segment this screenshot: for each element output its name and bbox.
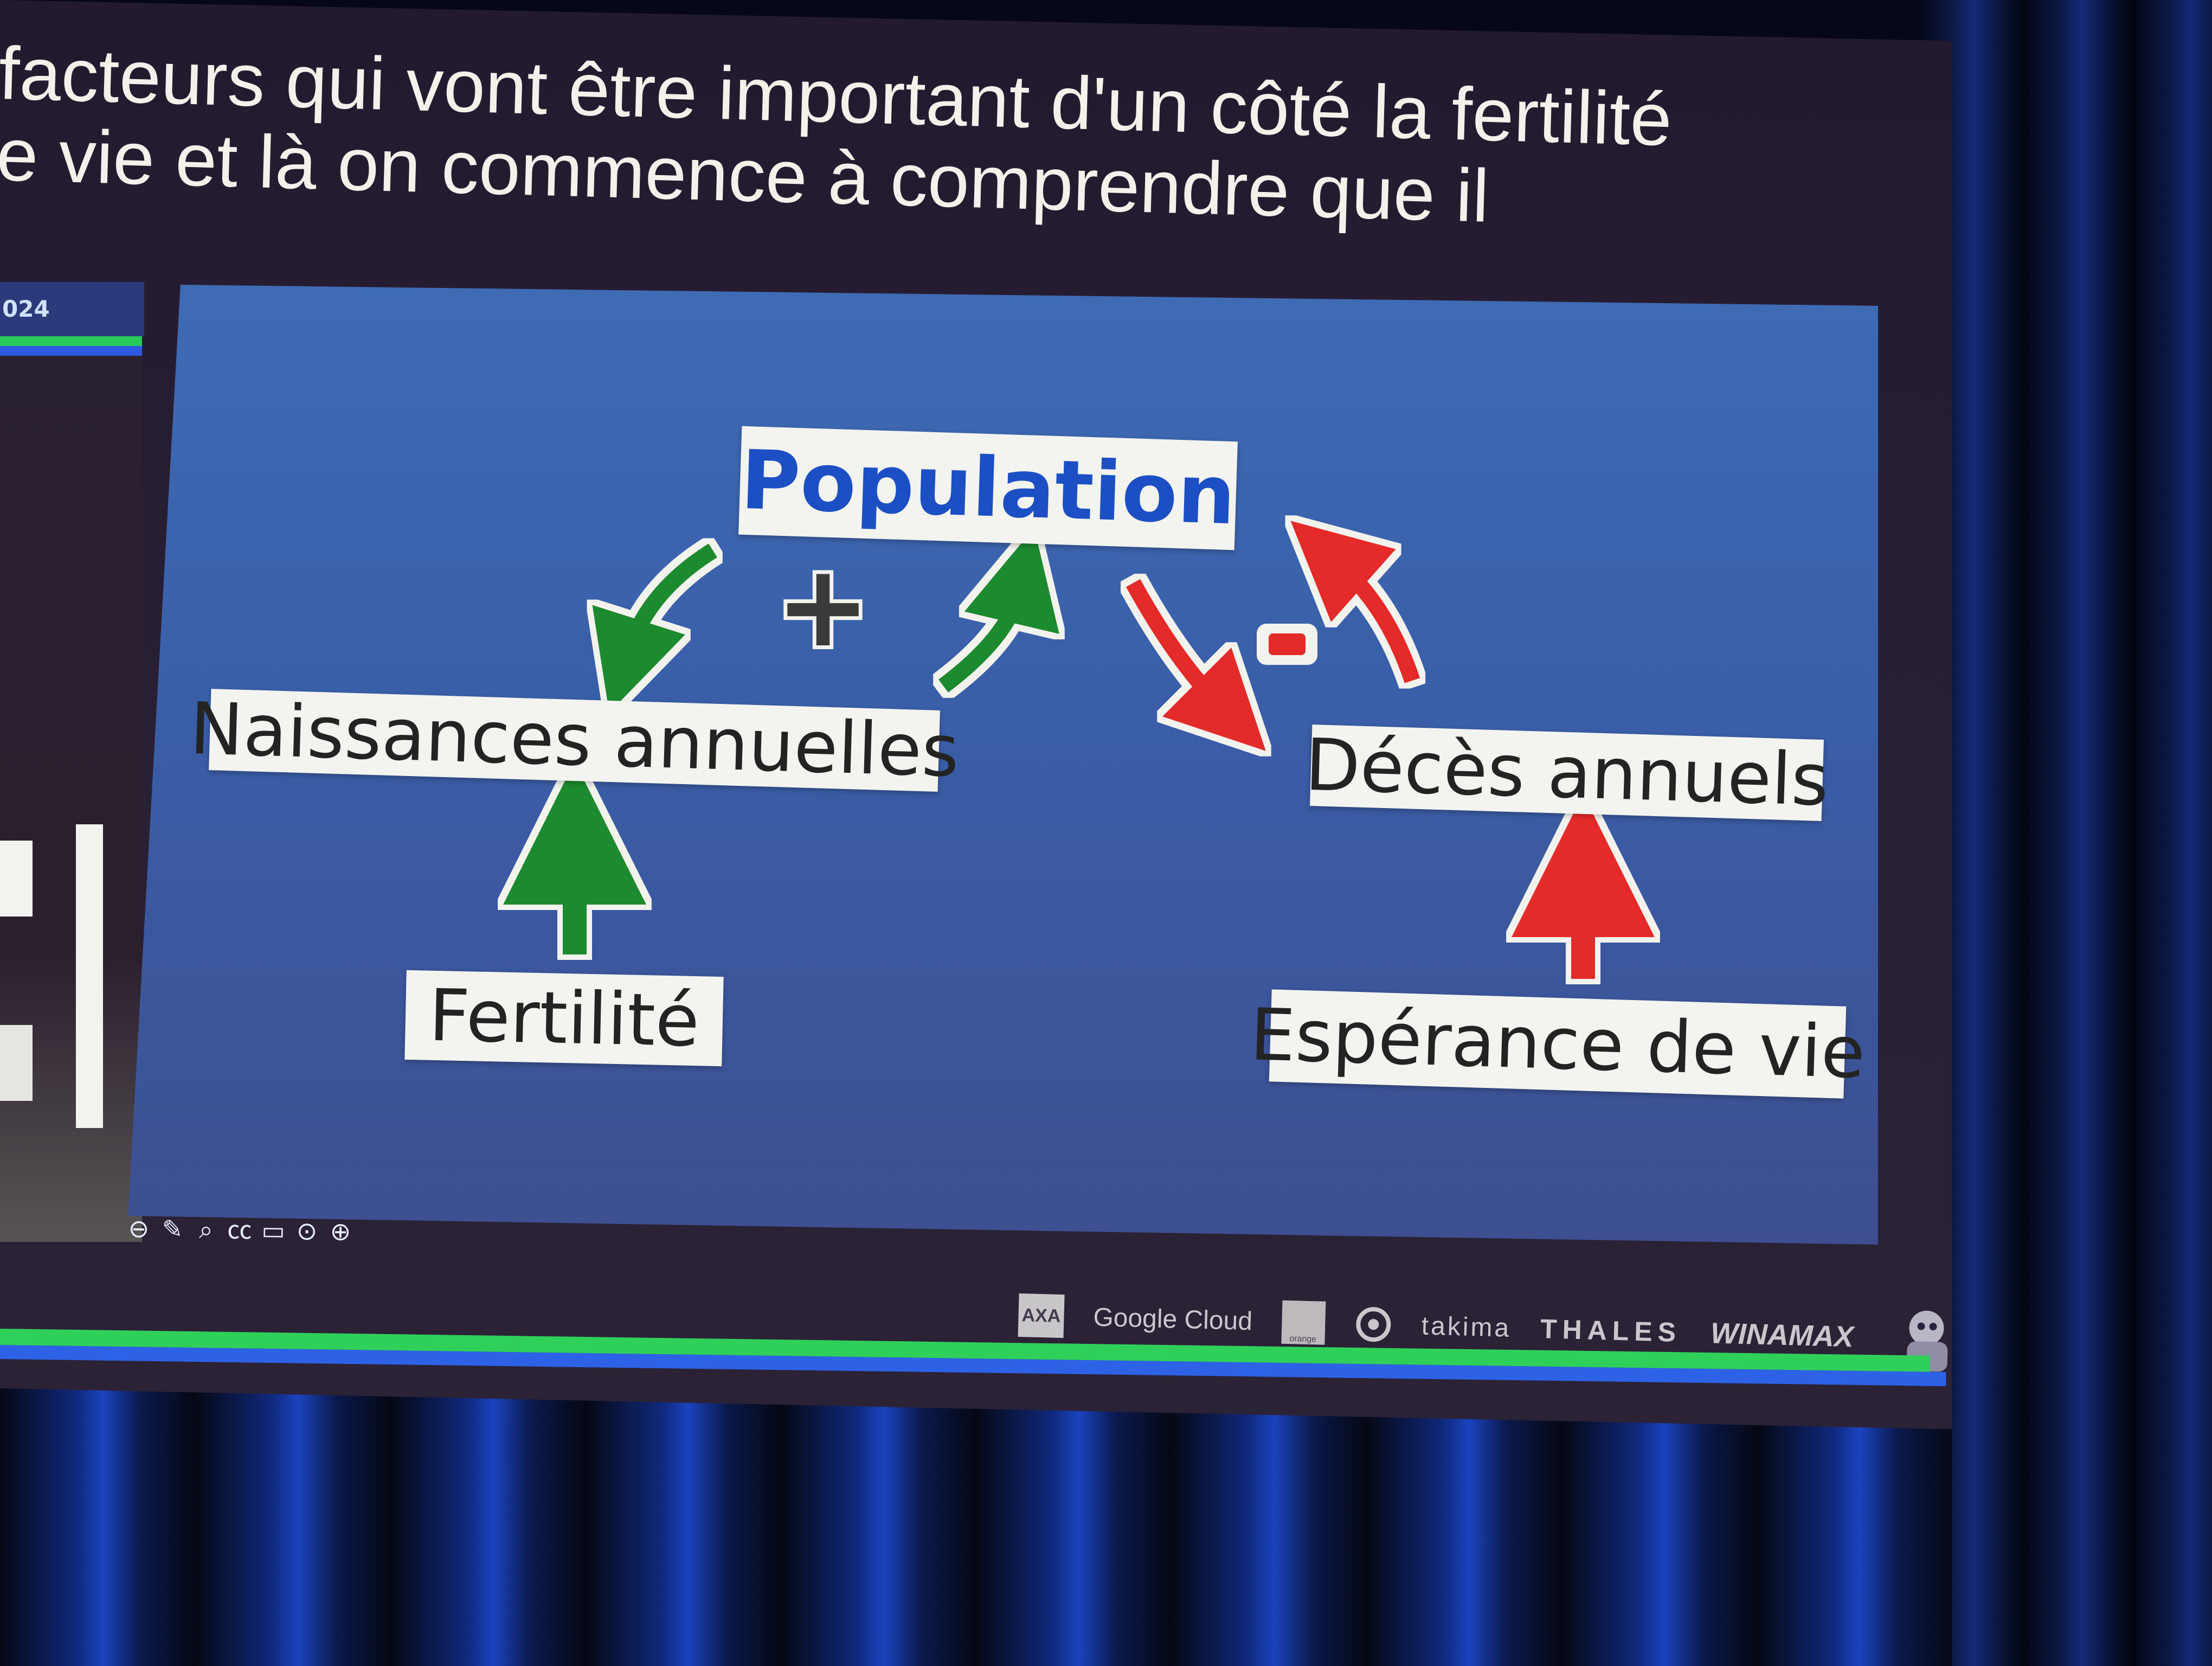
- life-expectancy-box: Espérance de vie: [1249, 989, 1866, 1099]
- slideshow-controls: ⊖ ✎ ⌕ ㏄ ▭ ⊙ ⊕: [124, 1213, 356, 1249]
- sponsor-axa-logo: AXA: [1018, 1293, 1065, 1338]
- video-icon[interactable]: ▭: [261, 1215, 286, 1246]
- thumbnail-blue-bar: [0, 346, 142, 356]
- thumbnail-green-bar: [0, 336, 142, 346]
- sponsor-orange-logo: orange: [1281, 1300, 1326, 1345]
- sponsor-swirl-icon: [1355, 1307, 1391, 1342]
- next-icon[interactable]: ⊕: [330, 1216, 351, 1246]
- population-box: Population: [738, 426, 1238, 550]
- thumbnail-letter-shape: [0, 824, 103, 1128]
- deaths-box: Décès annuels: [1303, 723, 1830, 823]
- arrow-deaths-to-population: [1290, 521, 1420, 683]
- pen-icon[interactable]: ✎: [162, 1214, 183, 1244]
- more-icon[interactable]: ⊙: [296, 1216, 318, 1246]
- fertility-box: Fertilité: [404, 970, 724, 1067]
- sponsor-bar: AXA Google Cloud orange takima THALES WI…: [1018, 1285, 1965, 1372]
- sponsor-takima: takima: [1421, 1311, 1512, 1343]
- zoom-icon[interactable]: ⌕: [198, 1214, 214, 1245]
- minus-sign-badge: -: [1257, 624, 1317, 665]
- population-label: Population: [739, 433, 1237, 543]
- arrow-population-to-births: [592, 543, 717, 713]
- stage-curtain-bottom: [0, 1377, 1952, 1666]
- back-icon[interactable]: ⊖: [128, 1214, 150, 1244]
- event-mascot-icon: [1906, 1310, 1948, 1372]
- arrow-births-to-population: [938, 528, 1059, 693]
- stage-curtain-right: [1919, 0, 2212, 1666]
- sponsor-google-cloud: Google Cloud: [1092, 1303, 1253, 1336]
- arrow-population-to-deaths: [1126, 579, 1266, 751]
- minus-sign: -: [1286, 649, 1288, 655]
- sponsor-thales: THALES: [1540, 1313, 1682, 1348]
- thumbnail-year: 024: [0, 282, 144, 336]
- captions-icon[interactable]: ㏄: [227, 1215, 253, 1245]
- plus-sign: +: [775, 540, 871, 672]
- sponsor-winamax: WINAMAX: [1710, 1317, 1854, 1354]
